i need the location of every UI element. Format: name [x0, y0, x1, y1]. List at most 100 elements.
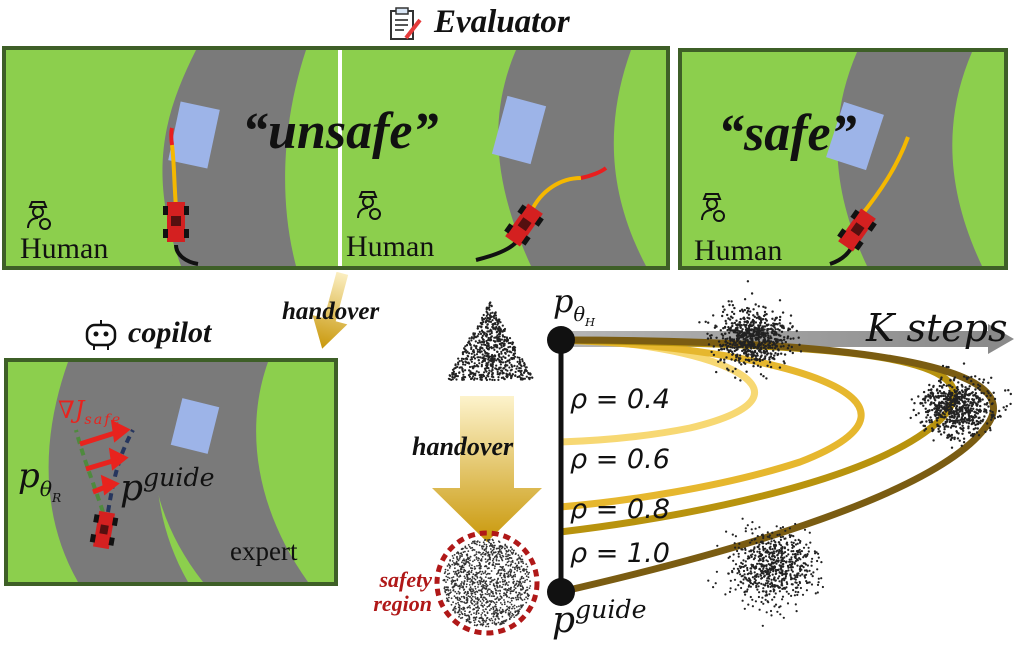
- scatter-point: [747, 330, 751, 334]
- scatter-point: [983, 415, 986, 418]
- scatter-point: [457, 357, 460, 360]
- scatter-point: [456, 575, 459, 577]
- scatter-point: [909, 416, 912, 420]
- scatter-point: [492, 600, 495, 603]
- scatter-point: [504, 368, 507, 371]
- scatter-point: [470, 567, 472, 569]
- scatter-point: [494, 618, 497, 620]
- scatter-point: [473, 559, 476, 561]
- human-driver-icon: [701, 193, 725, 222]
- scatter-point: [523, 591, 526, 594]
- scatter-point: [444, 568, 447, 571]
- scatter-point: [967, 404, 971, 407]
- scatter-point: [478, 551, 480, 553]
- scatter-point: [721, 305, 725, 308]
- scatter-point: [519, 378, 523, 381]
- scatter-point: [773, 319, 776, 322]
- car: [89, 510, 119, 550]
- scatter-point: [788, 527, 792, 530]
- scatter-point: [769, 609, 773, 613]
- scatter-point: [761, 318, 765, 321]
- scatter-point: [739, 573, 742, 576]
- scatter-point: [489, 312, 492, 315]
- scatter-point: [500, 346, 503, 349]
- scatter-point: [773, 347, 777, 350]
- scatter-point: [759, 569, 763, 573]
- scatter-point: [482, 623, 485, 626]
- scatter-point: [736, 339, 739, 343]
- scatter-point: [471, 567, 474, 570]
- scatter-point: [922, 404, 925, 407]
- scatter-point: [491, 559, 494, 562]
- scatter-point: [789, 566, 792, 569]
- scatter-point: [516, 585, 519, 588]
- scatter-point: [731, 322, 734, 325]
- scatter-point: [527, 573, 530, 575]
- scatter-point: [940, 400, 944, 403]
- scatter-point: [749, 554, 753, 557]
- scatter-point: [510, 557, 513, 559]
- scatter-point: [445, 575, 448, 578]
- scatter-point: [813, 550, 817, 553]
- scatter-point: [950, 410, 953, 413]
- scatter-point: [460, 359, 463, 362]
- scatter-point: [468, 584, 471, 586]
- scatter-point: [801, 573, 804, 576]
- scatter-point: [519, 371, 522, 374]
- scatter-point: [973, 411, 977, 414]
- scatter-point: [940, 392, 943, 395]
- scatter-point: [755, 352, 759, 355]
- scatter-point: [740, 363, 743, 366]
- scatter-point: [953, 389, 956, 392]
- scatter-point: [740, 581, 743, 584]
- scatter-point: [446, 565, 449, 567]
- scatter-point: [977, 398, 981, 401]
- scatter-point: [477, 572, 480, 574]
- scatter-point: [746, 524, 749, 527]
- scatter-point: [506, 575, 509, 578]
- scatter-point: [466, 547, 468, 550]
- scatter-point: [758, 359, 762, 363]
- scatter-point: [527, 593, 529, 596]
- scatter-point: [944, 409, 947, 412]
- scatter-point: [505, 558, 507, 560]
- scatter-point: [756, 313, 759, 316]
- scatter-point: [761, 545, 765, 549]
- scatter-point: [767, 334, 770, 337]
- scatter-point: [996, 415, 1000, 419]
- car: [163, 202, 189, 242]
- scatter-point: [470, 360, 473, 363]
- scatter-point: [775, 344, 778, 347]
- scatter-point: [455, 584, 458, 587]
- scatter-point: [446, 573, 449, 576]
- scatter-point: [453, 595, 456, 597]
- scatter-point: [499, 548, 501, 551]
- scatter-point: [443, 587, 446, 590]
- scatter-point: [446, 600, 448, 602]
- scatter-point: [747, 585, 750, 588]
- scatter-point: [960, 427, 963, 430]
- scatter-point: [487, 361, 490, 364]
- scatter-point: [948, 384, 952, 387]
- scatter-point: [462, 562, 465, 564]
- scatter-point: [758, 548, 761, 551]
- scatter-point: [513, 604, 516, 607]
- scatter-point: [937, 427, 940, 431]
- scatter-point: [779, 536, 783, 539]
- scatter-point: [487, 558, 490, 561]
- scatter-point: [463, 592, 466, 595]
- scatter-point: [944, 395, 947, 398]
- scatter-point: [781, 311, 785, 314]
- scatter-point: [989, 394, 992, 397]
- scatter-point: [980, 391, 983, 395]
- copilot-scene: [28, 362, 308, 582]
- scatter-point: [513, 616, 516, 618]
- safe-label: “safe”: [718, 105, 857, 162]
- scatter-point: [1004, 408, 1007, 411]
- scatter-point: [765, 591, 768, 594]
- scatter-point: [790, 576, 793, 579]
- scatter-point: [779, 538, 783, 542]
- scatter-point: [744, 527, 747, 530]
- scatter-point: [954, 422, 957, 425]
- scatter-point: [747, 603, 750, 606]
